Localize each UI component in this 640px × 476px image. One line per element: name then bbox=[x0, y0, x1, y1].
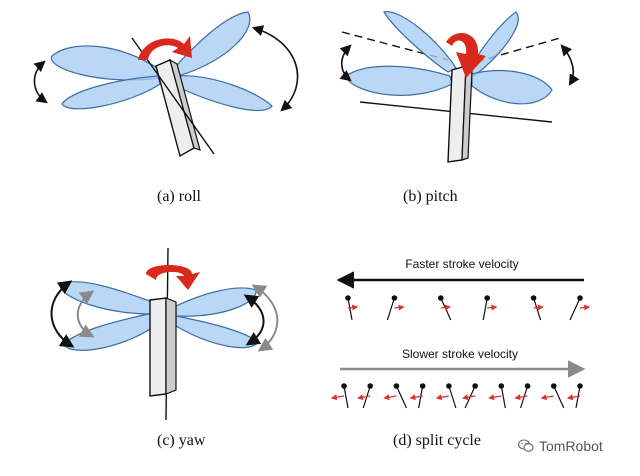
yaw-left-swing-arrow-black bbox=[50, 280, 75, 348]
faster-stroke-glyph bbox=[386, 295, 405, 321]
roll-body-side bbox=[169, 58, 201, 151]
slower-stroke-glyph bbox=[514, 383, 531, 409]
pitch-wing-front-right bbox=[471, 69, 553, 105]
roll-wing-upper-left bbox=[50, 45, 161, 81]
faster-stroke-glyphs bbox=[345, 295, 591, 321]
pitch-diagram bbox=[339, 11, 580, 163]
pitch-rotation-arrow bbox=[446, 32, 486, 78]
roll-wing-upper-right bbox=[175, 11, 251, 77]
faster-stroke-label: Faster stroke velocity bbox=[405, 257, 518, 271]
faster-stroke-glyph bbox=[438, 295, 452, 321]
watermark-text: TomRobot bbox=[539, 438, 603, 454]
slower-stroke-glyph bbox=[461, 383, 478, 409]
roll-wing-lower-right bbox=[175, 75, 273, 112]
slower-stroke-glyph bbox=[566, 383, 583, 409]
roll-rotation-arrow bbox=[138, 36, 192, 60]
slower-stroke-glyph bbox=[383, 383, 407, 409]
roll-diagram bbox=[33, 11, 299, 158]
yaw-diagram bbox=[50, 247, 279, 421]
slower-stroke-glyph bbox=[330, 383, 349, 409]
caption-split-cycle: (d) split cycle bbox=[393, 432, 481, 449]
slower-stroke-glyphs bbox=[330, 383, 583, 409]
faster-stroke-glyph bbox=[569, 295, 591, 321]
pitch-wing-front-left bbox=[345, 65, 453, 96]
caption-roll: (a) roll bbox=[157, 188, 201, 205]
yaw-left-swing-arrow-gray bbox=[76, 290, 95, 338]
wechat-icon bbox=[518, 439, 534, 452]
pitch-right-swing-arrow bbox=[560, 44, 580, 86]
pitch-wing-back-right bbox=[469, 11, 519, 77]
slower-stroke-label: Slower stroke velocity bbox=[402, 347, 518, 361]
yaw-body-side bbox=[165, 297, 177, 395]
pitch-left-swing-arrow bbox=[339, 44, 352, 82]
faster-stroke-glyph bbox=[530, 295, 544, 321]
watermark: TomRobot bbox=[518, 438, 603, 454]
roll-left-swing-arrow bbox=[33, 60, 48, 104]
slower-stroke-glyph bbox=[540, 383, 565, 409]
caption-pitch: (b) pitch bbox=[403, 188, 458, 205]
yaw-wing-lower-right bbox=[175, 315, 259, 349]
caption-yaw: (c) yaw bbox=[157, 432, 206, 449]
pitch-wing-back-left bbox=[383, 11, 457, 73]
split-cycle-diagram: Faster stroke velocity Slower stroke vel… bbox=[330, 257, 591, 409]
slower-stroke-glyph bbox=[488, 383, 506, 409]
yaw-wing-upper-left bbox=[59, 281, 161, 315]
yaw-body-front bbox=[149, 297, 167, 397]
faster-stroke-glyph bbox=[345, 295, 359, 321]
yaw-right-swing-arrow-gray bbox=[251, 284, 279, 352]
roll-right-swing-arrow bbox=[251, 25, 299, 112]
slower-stroke-glyph bbox=[409, 383, 426, 409]
roll-wing-lower-left bbox=[61, 75, 161, 110]
faster-stroke-glyph bbox=[482, 295, 498, 321]
yaw-rotation-arrow bbox=[146, 265, 200, 290]
yaw-wing-upper-right bbox=[175, 287, 257, 317]
slower-stroke-glyph bbox=[435, 383, 457, 409]
slower-stroke-glyph bbox=[357, 383, 374, 409]
